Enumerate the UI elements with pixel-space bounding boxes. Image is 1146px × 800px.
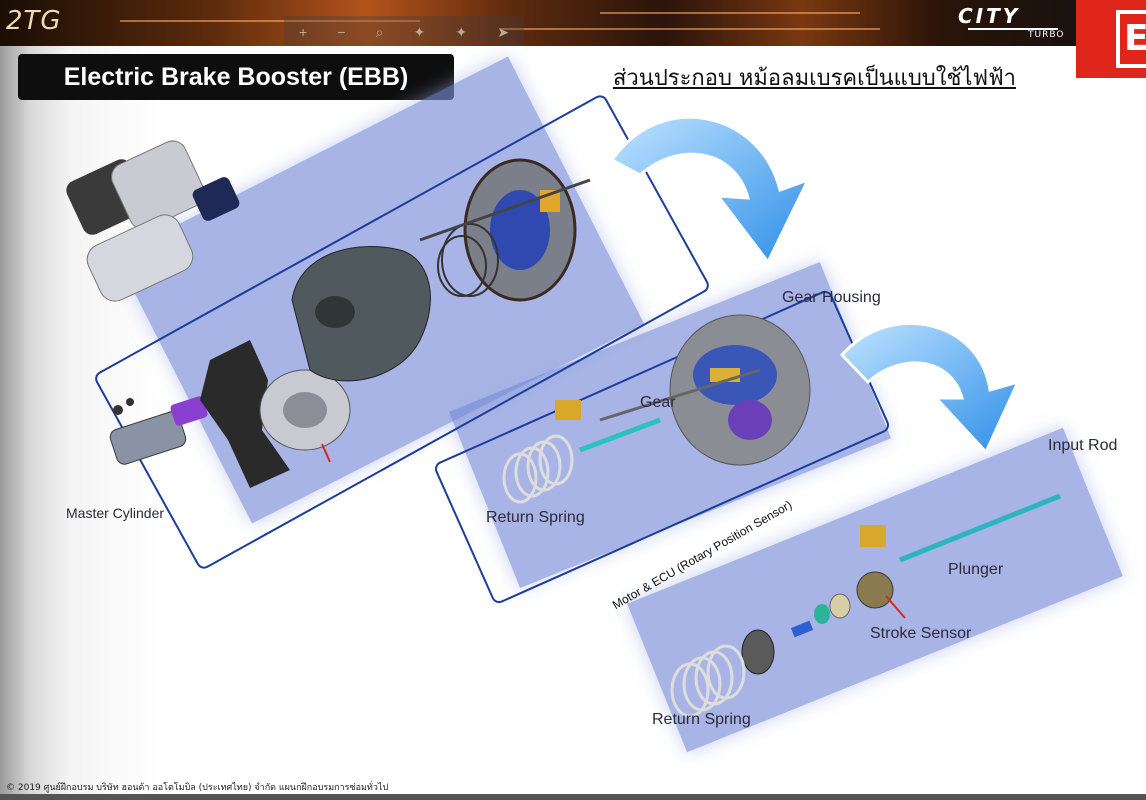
back-icon[interactable]: ✦	[413, 23, 426, 40]
label-gear-housing: Gear Housing	[782, 289, 881, 306]
housing-illustration	[291, 246, 431, 382]
curved-arrow-icon	[609, 115, 811, 265]
thai-heading: ส่วนประกอบ หม้อลมเบรคเป็นแบบใช้ไฟฟ้า	[613, 66, 1017, 91]
input-rod-illustration	[670, 493, 1061, 718]
page-title: Electric Brake Booster (EBB)	[18, 54, 454, 100]
banner-streak	[600, 12, 860, 14]
top-banner: 2TG + − ⌕ ✦ ✦ ➤ CITY TURBO	[0, 0, 1146, 46]
logo-underline	[968, 28, 1058, 30]
return-spring-illustration	[502, 400, 661, 504]
turbo-word: TURBO	[1028, 30, 1065, 40]
pointer-icon[interactable]: ➤	[497, 23, 509, 40]
label-return-spring-lower: Return Spring	[652, 711, 751, 728]
bottom-bar	[0, 794, 1146, 800]
forward-icon[interactable]: ✦	[455, 23, 468, 40]
ebb-unit-illustration	[66, 140, 240, 302]
booster-internals-illustration	[419, 158, 591, 302]
red-pointer	[321, 443, 331, 463]
curved-arrow-icon	[839, 321, 1021, 455]
badge-letter: E	[1116, 10, 1146, 68]
city-turbo-logo: CITY TURBO	[958, 4, 1068, 44]
minus-icon[interactable]: −	[337, 24, 346, 40]
zoom-icon[interactable]: ⌕	[375, 23, 384, 40]
slide-toolbar: + − ⌕ ✦ ✦ ➤	[284, 16, 524, 46]
label-input-rod: Input Rod	[1048, 437, 1118, 454]
label-return-spring-upper: Return Spring	[486, 509, 585, 526]
label-stroke-sensor: Stroke Sensor	[870, 625, 972, 642]
label-plunger: Plunger	[948, 561, 1004, 578]
city-word: CITY	[958, 4, 1021, 28]
banner-streak	[120, 20, 420, 22]
brand-badge: E	[1076, 0, 1146, 78]
label-master-cylinder: Master Cylinder	[66, 505, 165, 521]
red-pointer	[885, 595, 906, 619]
plus-icon[interactable]: +	[299, 24, 308, 40]
motor-illustration	[200, 340, 351, 488]
master-cylinder-illustration	[109, 396, 208, 465]
gear-assembly-illustration	[599, 314, 811, 466]
copyright-footer: © 2019 ศูนย์ฝึกอบรม บริษัท ฮอนด้า ออโตโม…	[6, 783, 389, 793]
label-gear: Gear	[640, 394, 676, 411]
banner-streak	[500, 28, 880, 30]
logo-2tg: 2TG	[6, 6, 62, 36]
